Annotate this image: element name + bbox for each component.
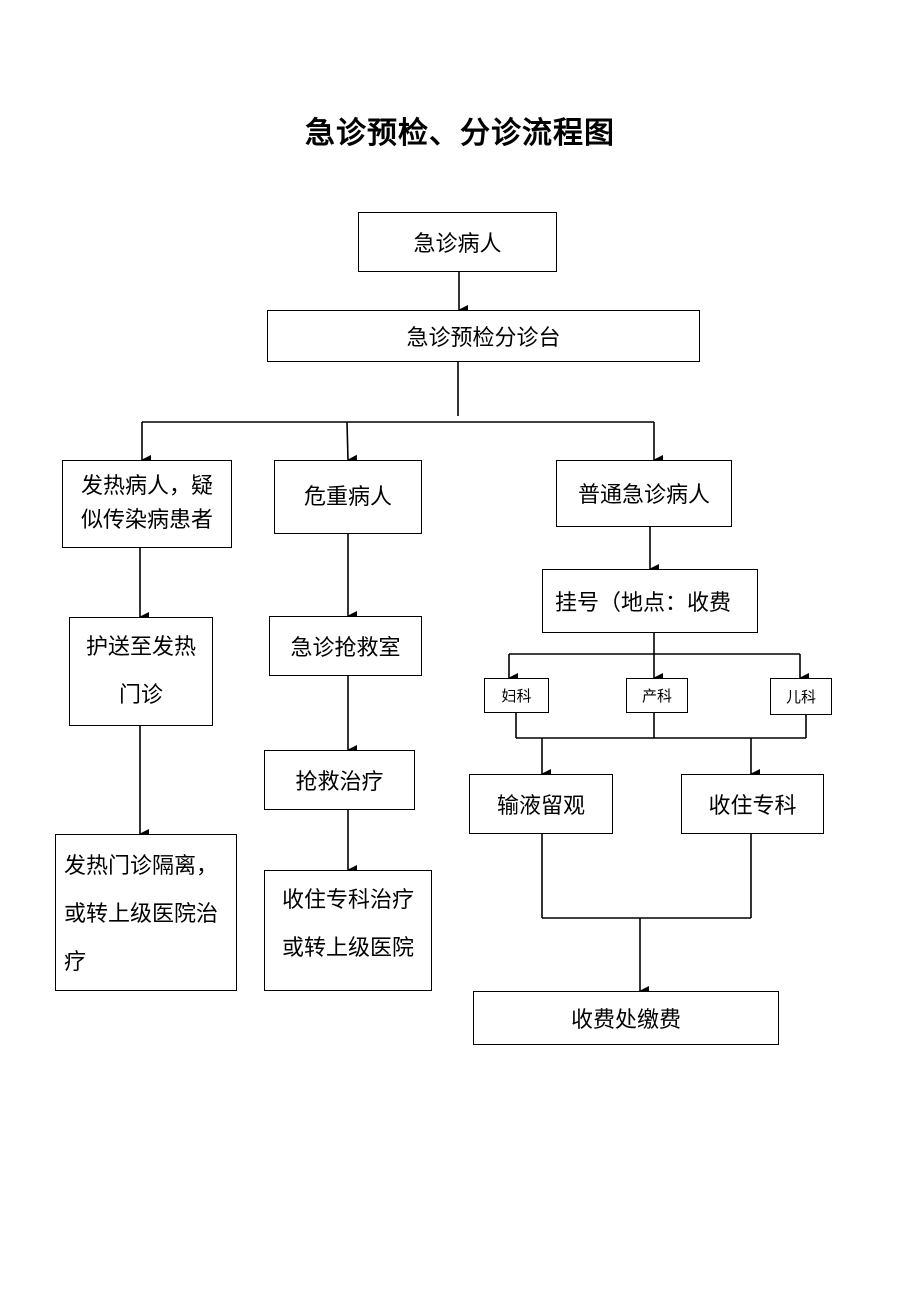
- page-title: 急诊预检、分诊流程图: [305, 116, 615, 151]
- node-payment: 收费处缴费: [473, 991, 779, 1045]
- node-obstetrics: 产科: [626, 678, 688, 713]
- node-fever-patient: 发热病人，疑似传染病患者: [62, 460, 232, 548]
- node-label: 护送至发热门诊: [85, 634, 196, 708]
- node-label: 普通急诊病人: [577, 483, 710, 508]
- node-pediatrics: 儿科: [770, 678, 832, 715]
- node-general-patient: 普通急诊病人: [556, 460, 732, 527]
- node-label: 输液留观: [496, 794, 585, 819]
- node-label: 收住专科治疗或转上级医院: [281, 888, 414, 961]
- node-critical-patient: 危重病人: [274, 460, 422, 534]
- node-rescue-room: 急诊抢救室: [269, 616, 422, 676]
- node-label: 挂号（地点：收费: [555, 591, 732, 616]
- arrow-to-critical: [346, 421, 358, 465]
- node-infusion-observation: 输液留观: [469, 774, 613, 834]
- node-label: 收费处缴费: [570, 1008, 681, 1033]
- node-label: 发热病人，疑似传染病患者: [80, 474, 213, 533]
- node-label: 妇科: [501, 687, 532, 705]
- node-admit-department: 收住专科: [681, 774, 824, 834]
- node-label: 发热门诊隔离，或转上级医院治疗: [64, 854, 219, 975]
- node-label: 产科: [641, 687, 672, 705]
- node-label: 急诊抢救室: [290, 636, 401, 661]
- node-label: 危重病人: [303, 485, 392, 510]
- node-triage-desk: 急诊预检分诊台: [267, 310, 700, 362]
- node-label: 抢救治疗: [295, 770, 384, 795]
- node-escort-fever-clinic: 护送至发热门诊: [69, 617, 213, 726]
- node-admit-or-transfer: 收住专科治疗或转上级医院: [264, 870, 432, 991]
- node-label: 儿科: [785, 688, 816, 706]
- node-label: 急诊预检分诊台: [406, 326, 561, 351]
- node-registration: 挂号（地点：收费: [542, 569, 758, 633]
- node-emergency-patient: 急诊病人: [358, 212, 557, 272]
- node-gynecology: 妇科: [484, 678, 549, 713]
- node-fever-isolation: 发热门诊隔离，或转上级医院治疗: [55, 834, 237, 991]
- node-label: 急诊病人: [413, 232, 502, 257]
- node-rescue-treatment: 抢救治疗: [264, 750, 415, 810]
- node-label: 收住专科: [708, 794, 797, 819]
